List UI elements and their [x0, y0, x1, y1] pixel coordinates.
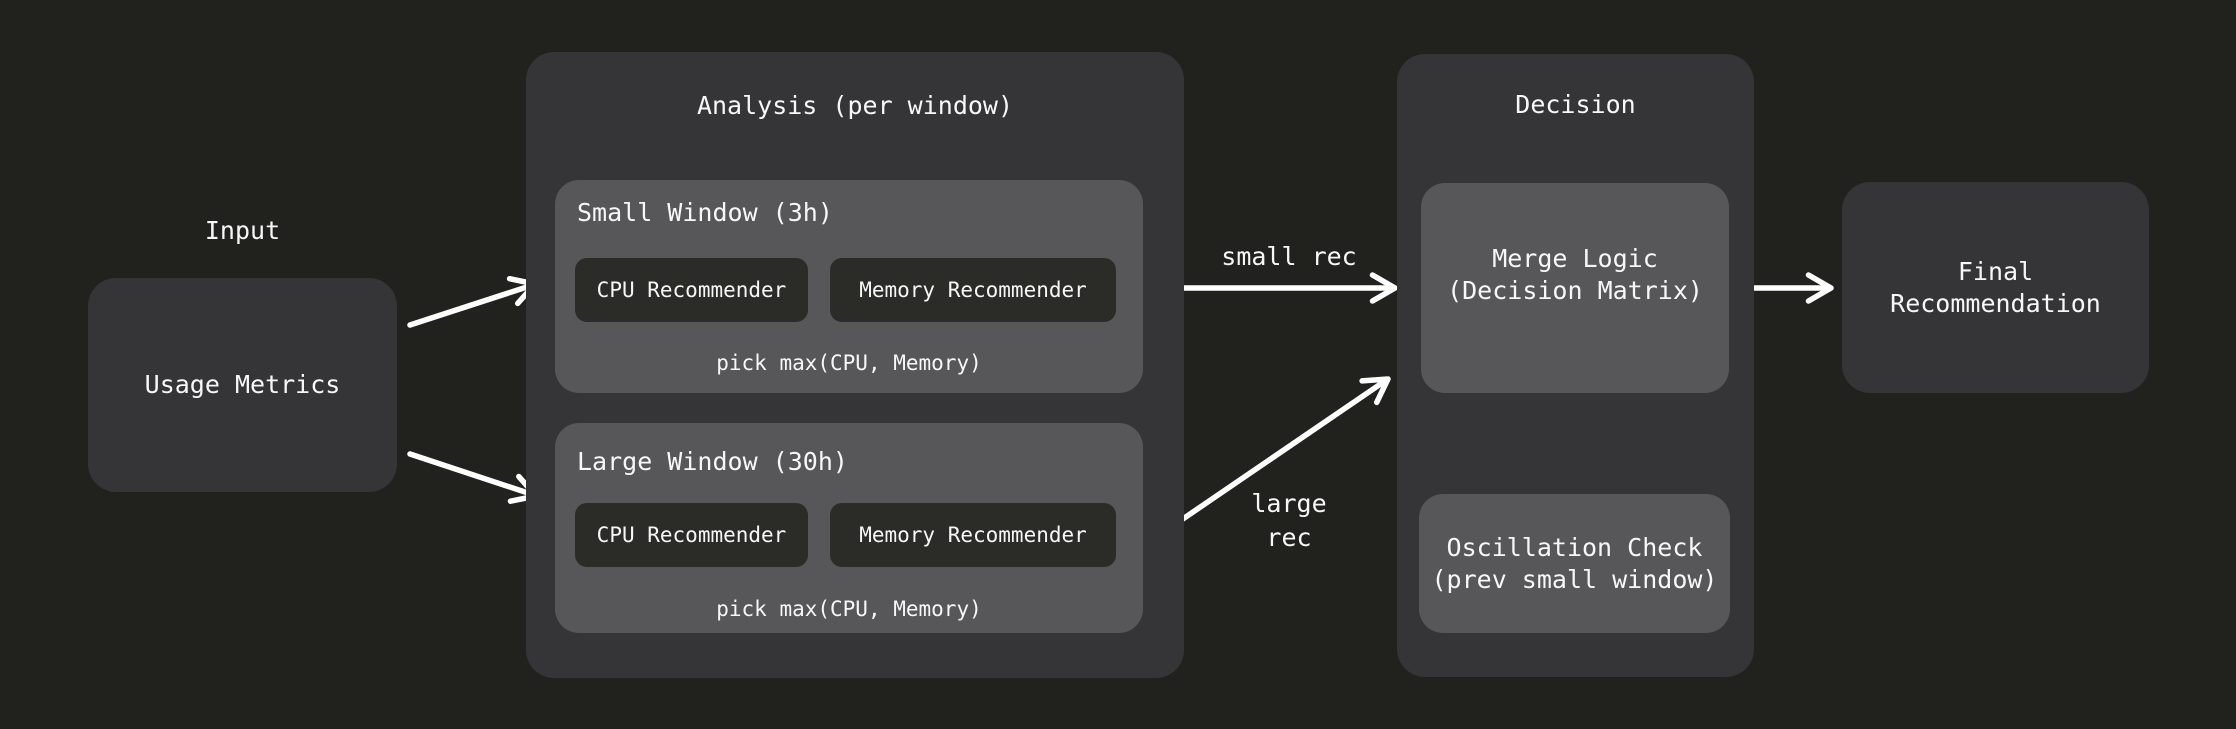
small-window-memory-recommender: Memory Recommender	[830, 258, 1116, 322]
large-window-cpu-recommender: CPU Recommender	[575, 503, 808, 567]
arrow-usage-to-large-window	[407, 451, 539, 504]
final-recommendation-label: Final Recommendation	[1890, 256, 2101, 318]
small-window-panel: Small Window (3h) CPU Recommender Memory…	[555, 180, 1143, 393]
merge-logic-label: Merge Logic (Decision Matrix)	[1447, 244, 1703, 305]
large-window-title: Large Window (30h)	[577, 447, 848, 476]
large-window-memory-recommender: Memory Recommender	[830, 503, 1116, 567]
oscillation-check-label: Oscillation Check (prev small window)	[1431, 532, 1718, 594]
analysis-group-title: Analysis (per window)	[696, 91, 1014, 120]
usage-metrics-label: Usage Metrics	[144, 370, 341, 399]
usage-metrics-node: Usage Metrics	[88, 278, 397, 492]
large-window-panel: Large Window (30h) CPU Recommender Memor…	[555, 423, 1143, 633]
arrow-small-rec	[1145, 272, 1398, 304]
small-window-pick-max-note: pick max(CPU, Memory)	[716, 351, 982, 375]
input-section-label: Input	[204, 216, 281, 245]
merge-logic-panel: Merge Logic (Decision Matrix)	[1421, 183, 1729, 393]
large-rec-edge-label: large rec	[1251, 489, 1327, 552]
small-rec-edge-label: small rec	[1221, 242, 1357, 271]
small-window-cpu-recommender: CPU Recommender	[575, 258, 808, 322]
analysis-group: Analysis (per window) Small Window (3h) …	[526, 52, 1184, 678]
large-window-pick-max-note: pick max(CPU, Memory)	[716, 597, 982, 621]
final-recommendation-node: Final Recommendation	[1842, 182, 2149, 393]
small-window-title: Small Window (3h)	[577, 198, 833, 227]
oscillation-check-panel: Oscillation Check (prev small window)	[1419, 494, 1730, 633]
decision-group: Decision Merge Logic (Decision Matrix) O…	[1397, 54, 1754, 677]
arrow-usage-to-small-window	[407, 275, 538, 328]
decision-group-title: Decision	[1515, 90, 1636, 119]
